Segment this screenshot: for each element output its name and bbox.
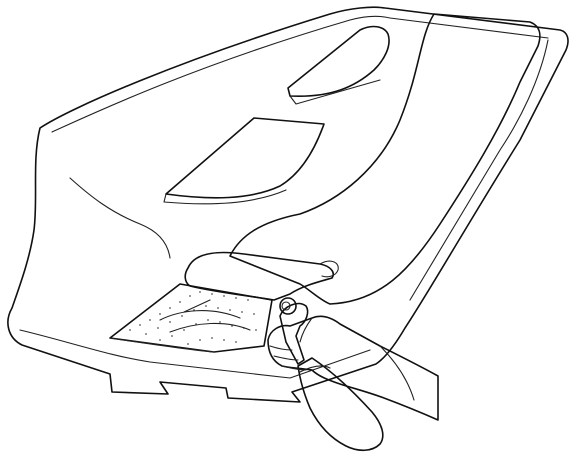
door-panel	[8, 7, 568, 402]
water-droplets	[129, 291, 257, 345]
door-panel-recess-edge	[70, 178, 170, 258]
spray-bottle-body	[298, 358, 383, 450]
protective-film	[230, 14, 540, 304]
upper-recess	[288, 27, 389, 97]
wet-application-area	[110, 284, 272, 352]
peeled-film-curl	[320, 261, 338, 277]
door-panel-inner-edge	[52, 16, 548, 132]
door-panel-outline	[8, 7, 568, 402]
middle-recess	[166, 118, 324, 198]
door-panel-lower-edge	[20, 330, 370, 378]
water-streaks	[160, 300, 250, 332]
hand-with-spray-bottle	[268, 298, 438, 450]
peeled-film-roll	[185, 253, 338, 300]
door-panel-ridge	[410, 40, 548, 300]
peeled-film-sheet	[185, 253, 333, 300]
